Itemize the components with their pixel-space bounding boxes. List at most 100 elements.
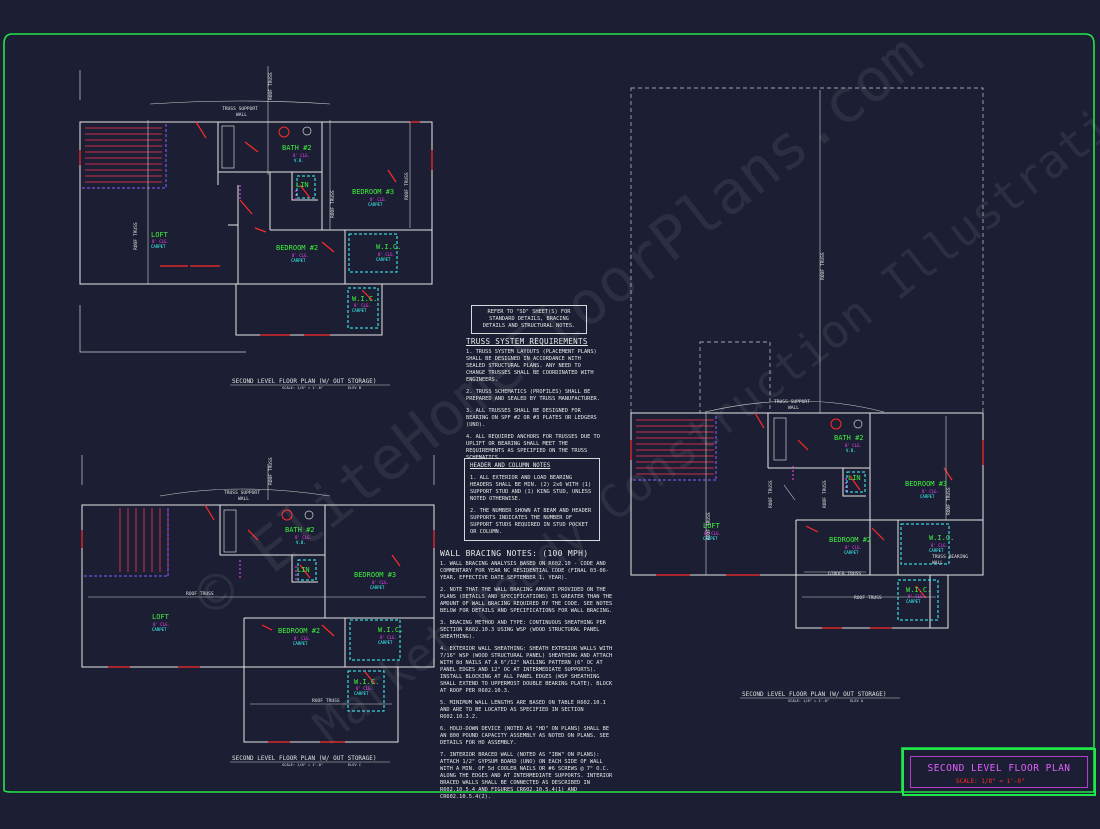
room-label-lin: LIN bbox=[848, 474, 861, 482]
refer-note-line: STANDARD DETAILS, BRACING bbox=[489, 316, 569, 322]
room-ceiling: 8' CLG. bbox=[704, 531, 721, 536]
annotations-top-left: TRUSS SUPPORT WALL ROOF TRUSS ROOF TRUSS… bbox=[133, 72, 410, 390]
truss-requirements: TRUSS SYSTEM REQUIREMENTS 1. TRUSS SYSTE… bbox=[466, 338, 602, 467]
sheet-border bbox=[3, 33, 1095, 793]
room-ceiling: 8' CLG. bbox=[293, 153, 310, 158]
truss-heading: TRUSS SYSTEM REQUIREMENTS bbox=[466, 337, 588, 346]
roof-truss-label: ROOF TRUSS bbox=[268, 457, 274, 485]
truss-item: 2. TRUSS SCHEMATICS (PROFILES) SHALL BE … bbox=[466, 389, 600, 402]
roof-truss-label: ROOF TRUSS bbox=[404, 172, 410, 200]
roof-truss-label: ROOF TRUSS bbox=[268, 72, 274, 100]
room-ceiling: 8' CLG. bbox=[931, 543, 948, 548]
plan-bottom-left-outline bbox=[81, 504, 435, 668]
header-note-item: 2. THE NUMBER SHOWN AT BEAM AND HEADER S… bbox=[470, 508, 592, 535]
room-label-bedroom2: BEDROOM #2 bbox=[829, 536, 871, 544]
roof-truss-label: ROOF TRUSS bbox=[946, 487, 952, 515]
room-finish: CARPET bbox=[844, 550, 859, 555]
room-finish: CARPET bbox=[929, 548, 944, 553]
room-finish: CARPET bbox=[291, 258, 306, 263]
bracing-item: 2. NOTE THAT THE WALL BRACING AMOUNT PRO… bbox=[440, 587, 613, 614]
room-label-bedroom3: BEDROOM #3 bbox=[354, 571, 396, 579]
room-finish: CARPET bbox=[293, 641, 308, 646]
annotations-right: TRUSS SUPPORT WALL ROOF TRUSS ROOF TRUSS… bbox=[706, 252, 968, 703]
bracing-item: 7. INTERIOR BRACED WALL (NOTED AS "IBW" … bbox=[440, 752, 613, 800]
plan-elev: ELEV B bbox=[348, 386, 361, 390]
room-ceiling: 8' CLG. bbox=[354, 303, 371, 308]
room-label-loft: LOFT bbox=[152, 613, 170, 621]
bracing-item: 3. BRACING METHOD AND TYPE: CONTINUOUS S… bbox=[440, 620, 606, 640]
truss-support-label: TRUSS SUPPORT bbox=[774, 399, 810, 405]
room-finish: V.B. bbox=[296, 540, 306, 545]
room-ceiling: 8' CLG. bbox=[372, 580, 389, 585]
bracing-item: 4. EXTERIOR WALL SHEATHING: SHEATH EXTER… bbox=[440, 646, 613, 694]
room-label-bedroom3: BEDROOM #3 bbox=[352, 188, 394, 196]
room-ceiling: 8' CLG. bbox=[380, 635, 397, 640]
stairs-bottom-left bbox=[119, 508, 169, 572]
room-finish: V.B. bbox=[294, 158, 304, 163]
plan-elev: ELEV A bbox=[850, 699, 864, 703]
room-label-bedroom3: BEDROOM #3 bbox=[905, 480, 947, 488]
bracing-item: 6. HOLD-DOWN DEVICE (NOTED AS "HD" ON PL… bbox=[440, 726, 610, 746]
room-label-wic: W.I.C. bbox=[376, 243, 401, 251]
room-label-loft: LOFT bbox=[703, 522, 721, 530]
header-notes-heading: HEADER AND COLUMN NOTES bbox=[470, 463, 551, 469]
stairs-right bbox=[636, 419, 714, 475]
plan-scale: SCALE: 1/8" = 1'-0" bbox=[788, 699, 829, 703]
labels-top-left: BATH #2 8' CLG. V.B. LIN BEDROOM #3 8' C… bbox=[151, 144, 401, 313]
annotations-bottom-left: TRUSS SUPPORT WALL ROOF TRUSS ROOF TRUSS… bbox=[186, 457, 377, 767]
bracing-item: 1. WALL BRACING ANALYSIS BASED ON R602.1… bbox=[440, 561, 610, 581]
room-ceiling: 8' CLG. bbox=[922, 489, 939, 494]
room-ceiling: 8' CLG. bbox=[908, 594, 925, 599]
room-label-bedroom2: BEDROOM #2 bbox=[278, 627, 320, 635]
roof-truss-label: ROOF TRUSS bbox=[854, 595, 882, 601]
header-column-notes: HEADER AND COLUMN NOTES 1. ALL EXTERIOR … bbox=[464, 458, 600, 541]
room-finish: CARPET bbox=[906, 599, 921, 604]
sheet-title: SECOND LEVEL FLOOR PLAN bbox=[927, 763, 1071, 774]
labels-right: BATH #2 8' CLG. V.B. LIN BEDROOM #3 8' C… bbox=[703, 434, 954, 604]
room-label-wic: W.I.C. bbox=[929, 534, 954, 542]
room-label-bath: BATH #2 bbox=[282, 144, 312, 152]
wall-label: WALL bbox=[236, 112, 247, 118]
room-finish: V.B. bbox=[846, 448, 856, 453]
room-label-bedroom2: BEDROOM #2 bbox=[276, 244, 318, 252]
room-label-loft: LOFT bbox=[151, 231, 169, 239]
plan-top-left bbox=[79, 66, 433, 353]
plan-top-left-outline bbox=[79, 121, 433, 285]
roof-truss-label: ROOF TRUSS bbox=[133, 222, 139, 250]
room-label-lin: LIN bbox=[297, 566, 310, 574]
plan-elev: ELEV C bbox=[348, 763, 361, 767]
roof-truss-label: ROOF TRUSS bbox=[330, 190, 336, 218]
stairs-top-left bbox=[85, 127, 162, 183]
roof-truss-label: ROOF TRUSS bbox=[186, 591, 214, 597]
room-ceiling: 8' CLG. bbox=[292, 253, 309, 258]
truss-bearing-label: TRUSS BEARING bbox=[932, 554, 968, 560]
room-finish: CARPET bbox=[370, 585, 385, 590]
room-finish: CARPET bbox=[368, 202, 383, 207]
room-ceiling: 8' CLG. bbox=[845, 443, 862, 448]
header-note-item: 1. ALL EXTERIOR AND LOAD BEARING HEADERS… bbox=[470, 475, 592, 502]
bracing-heading: WALL BRACING NOTES: (100 MPH) bbox=[440, 549, 589, 558]
bracing-item: 5. MINIMUM WALL LENGTHS ARE BASED ON TAB… bbox=[440, 700, 606, 720]
sheet-scale: SCALE: 1/8" = 1'-0" bbox=[956, 778, 1025, 785]
room-label-wic: W.I.C. bbox=[906, 586, 931, 594]
title-block-inner: SECOND LEVEL FLOOR PLAN SCALE: 1/8" = 1'… bbox=[910, 756, 1088, 788]
room-ceiling: 8' CLG. bbox=[152, 239, 169, 244]
room-finish: CARPET bbox=[703, 536, 718, 541]
title-block: SECOND LEVEL FLOOR PLAN SCALE: 1/8" = 1'… bbox=[902, 748, 1096, 796]
roof-truss-label: ROOF TRUSS bbox=[820, 252, 826, 280]
plan-right-outline bbox=[630, 412, 984, 576]
refer-note-line: REFER TO "SD" SHEET(S) FOR bbox=[487, 309, 571, 315]
room-finish: CARPET bbox=[376, 257, 391, 262]
labels-bottom-left: BATH #2 8' CLG. V.B. LIN BEDROOM #3 8' C… bbox=[152, 526, 403, 696]
wall-bracing-notes: WALL BRACING NOTES: (100 MPH) 1. WALL BR… bbox=[440, 550, 618, 806]
plan-caption: SECOND LEVEL FLOOR PLAN (W/ OUT STORAGE) bbox=[742, 691, 887, 698]
refer-note-line: DETAILS AND STRUCTURAL NOTES. bbox=[482, 323, 576, 329]
room-label-lin: LIN bbox=[296, 181, 309, 189]
room-label-wic: W.I.C. bbox=[354, 678, 379, 686]
wall-label: WALL bbox=[238, 496, 249, 502]
roof-truss-label: ROOF TRUSS bbox=[312, 698, 340, 704]
room-ceiling: 8' CLG. bbox=[378, 252, 395, 257]
truss-support-label: TRUSS SUPPORT bbox=[224, 490, 260, 496]
